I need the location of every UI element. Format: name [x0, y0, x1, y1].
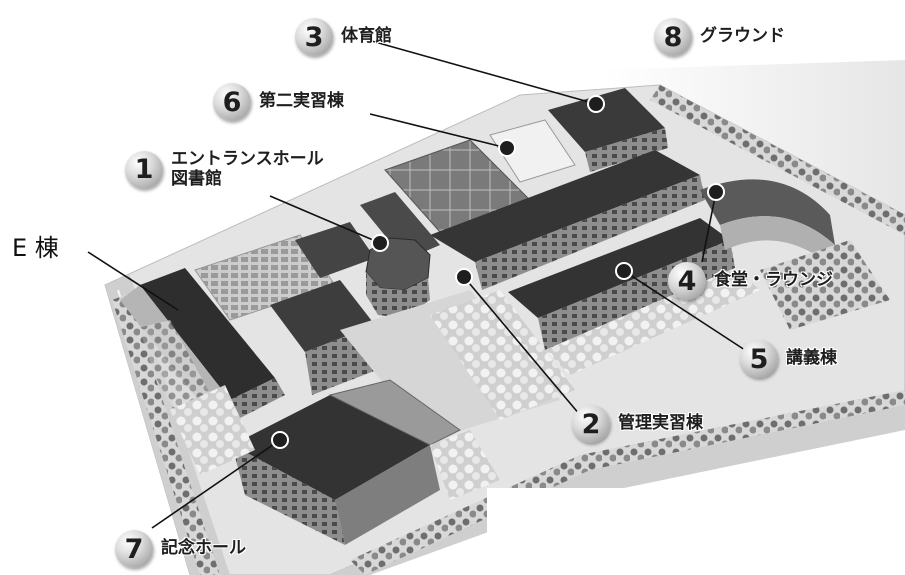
number-badge: 7: [115, 530, 153, 568]
blank-area: [487, 488, 905, 575]
label-ground[interactable]: 8 グラウンド: [654, 18, 785, 56]
number-badge: 1: [125, 150, 163, 189]
number-badge: 2: [572, 405, 610, 443]
label-second-practice-building[interactable]: 6 第二実習棟: [213, 83, 344, 121]
label-text: エントランスホール 図書館: [171, 149, 324, 189]
label-dining-lounge[interactable]: 4 食堂・ラウンジ: [668, 262, 833, 300]
number-badge: 4: [668, 262, 706, 300]
label-text: 講義棟: [786, 348, 837, 369]
label-line-1: エントランスホール: [171, 149, 324, 169]
label-text: 管理実習棟: [618, 413, 703, 434]
label-e-building: E 棟: [12, 234, 59, 262]
label-management-building[interactable]: 2 管理実習棟: [572, 405, 703, 443]
label-text: 食堂・ラウンジ: [714, 270, 833, 291]
label-lecture-building[interactable]: 5 講義棟: [740, 340, 837, 378]
number-badge: 3: [295, 18, 333, 56]
label-memorial-hall[interactable]: 7 記念ホール: [115, 530, 246, 568]
number-badge: 8: [654, 18, 692, 56]
label-text: グラウンド: [700, 26, 785, 47]
label-text: 体育館: [341, 26, 392, 47]
label-text: 記念ホール: [161, 538, 246, 559]
label-line-2: 図書館: [171, 168, 222, 189]
number-badge: 6: [213, 83, 251, 121]
number-badge: 5: [740, 340, 778, 378]
label-entrance-hall-library[interactable]: 1 エントランスホール 図書館: [125, 149, 324, 189]
label-gymnasium[interactable]: 3 体育館: [295, 18, 392, 56]
label-text: 第二実習棟: [259, 91, 344, 112]
